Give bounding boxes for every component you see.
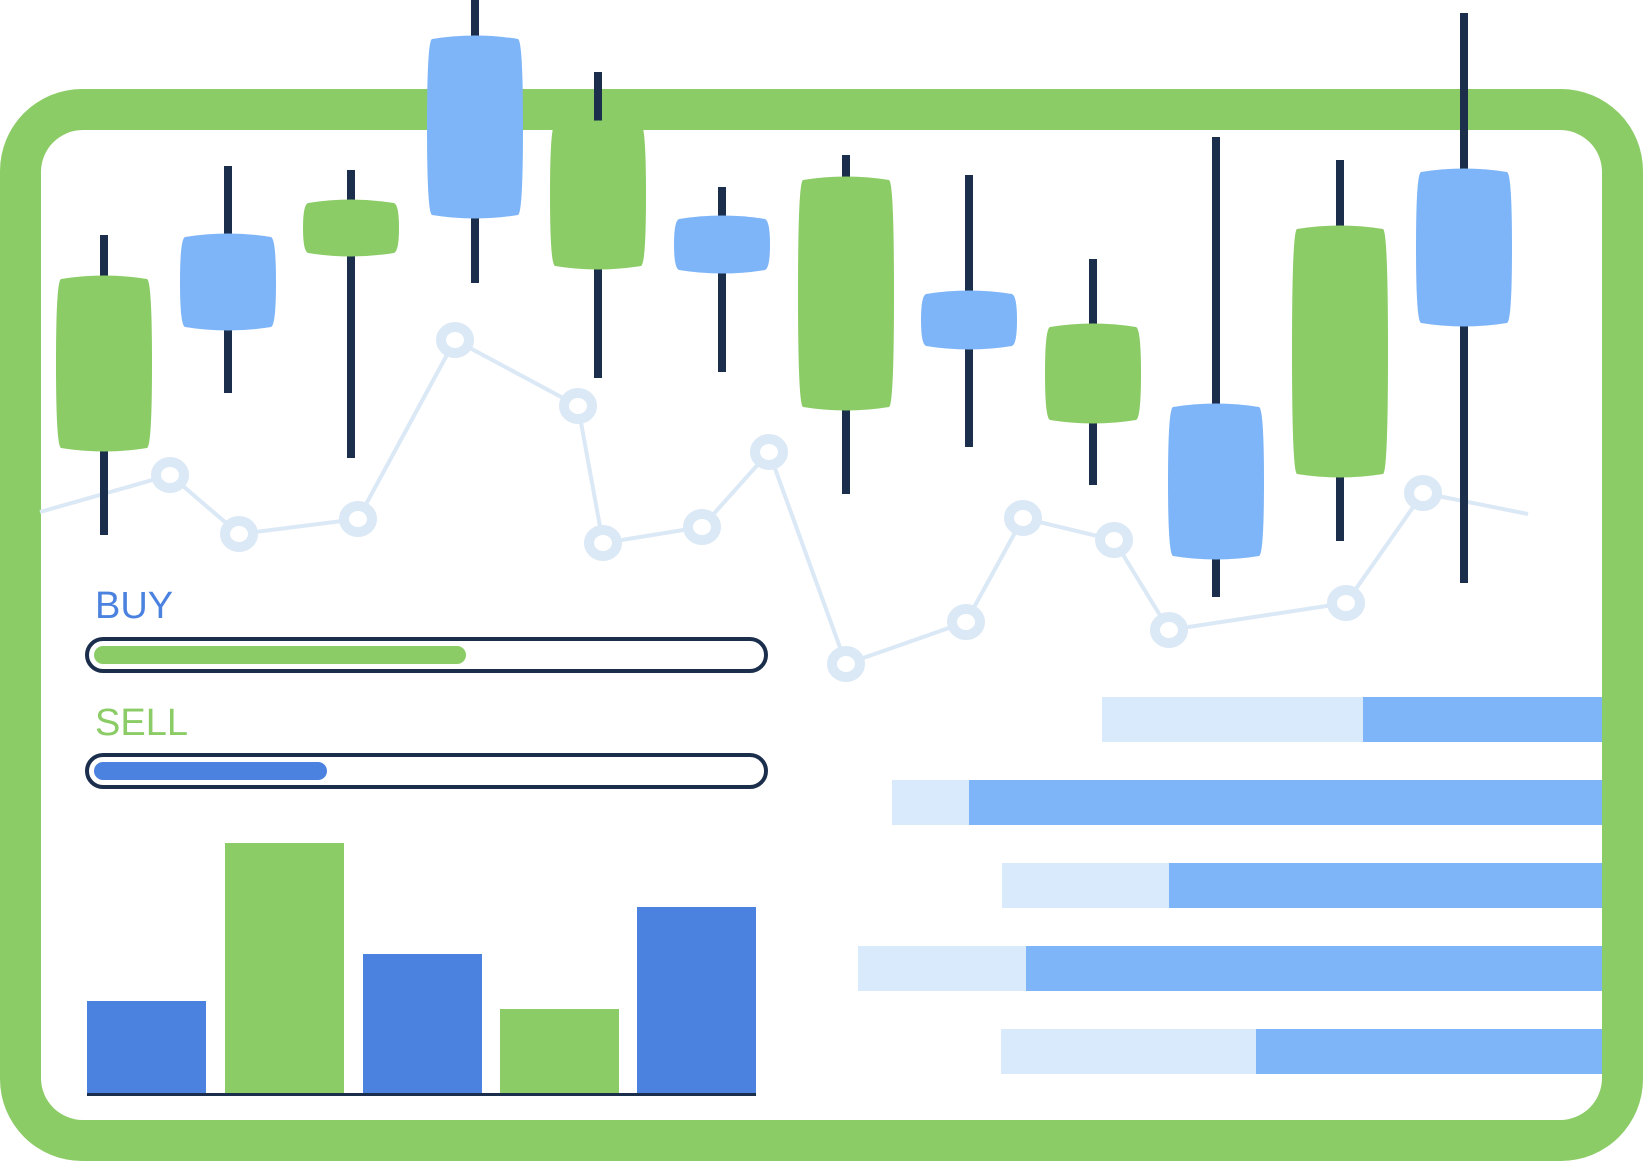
line-chart bbox=[39, 322, 1529, 682]
line-point-marker bbox=[683, 509, 721, 545]
vbar bbox=[225, 843, 344, 1093]
candle bbox=[550, 72, 646, 378]
vbar bbox=[87, 1001, 206, 1093]
line-point-marker bbox=[750, 434, 788, 470]
candle-wick bbox=[1212, 137, 1220, 597]
hbar-pale-segment bbox=[1002, 863, 1169, 908]
candlestick-chart bbox=[56, 0, 1512, 597]
hbar-pale-segment bbox=[858, 946, 1026, 991]
candle-body bbox=[180, 233, 276, 331]
line-point-marker bbox=[1150, 612, 1188, 648]
candle bbox=[1168, 137, 1264, 597]
candle bbox=[180, 166, 276, 393]
line-point-marker bbox=[584, 525, 622, 561]
vbar bbox=[500, 1009, 619, 1093]
line-point-marker bbox=[339, 501, 377, 537]
candle-body bbox=[303, 199, 399, 257]
hbar-blue-segment bbox=[969, 780, 1602, 825]
hbar-pale-segment bbox=[1102, 697, 1363, 742]
line-point-marker bbox=[947, 604, 985, 640]
sell-progress-fill bbox=[94, 762, 327, 780]
line-point-marker bbox=[1095, 522, 1133, 558]
candle bbox=[427, 0, 523, 283]
buy-label: BUY bbox=[95, 585, 174, 627]
line-point-marker bbox=[1404, 475, 1442, 511]
horizontal-stacked-bar-chart bbox=[858, 697, 1602, 1074]
vbar bbox=[363, 954, 482, 1093]
buy-progress-bar[interactable] bbox=[85, 637, 768, 673]
candle-body bbox=[1045, 323, 1141, 424]
candle bbox=[674, 187, 770, 372]
candle-body bbox=[798, 176, 894, 411]
candle bbox=[303, 170, 399, 458]
candle-body bbox=[1416, 168, 1512, 327]
hbar-blue-segment bbox=[1169, 863, 1602, 908]
candle-body bbox=[921, 290, 1017, 350]
line-point-marker bbox=[436, 322, 474, 358]
candle bbox=[1292, 160, 1388, 541]
candle-wick bbox=[347, 170, 355, 458]
candle-body bbox=[1292, 225, 1388, 478]
candle bbox=[921, 175, 1017, 447]
candle-body bbox=[427, 35, 523, 219]
buy-progress-fill bbox=[94, 646, 467, 664]
candle-body bbox=[1168, 403, 1264, 560]
candle bbox=[56, 235, 152, 535]
hbar-blue-segment bbox=[1256, 1029, 1602, 1074]
candle-wick bbox=[718, 187, 726, 372]
line-point-marker bbox=[151, 457, 189, 493]
vertical-bar-chart bbox=[87, 843, 756, 1096]
line-point-marker bbox=[1327, 585, 1365, 621]
sell-progress-bar[interactable] bbox=[85, 753, 768, 789]
sell-label: SELL bbox=[95, 702, 188, 744]
line-point-marker bbox=[220, 516, 258, 552]
candle bbox=[1416, 13, 1512, 583]
candle bbox=[798, 155, 894, 494]
candle-body bbox=[674, 215, 770, 274]
line-point-marker bbox=[559, 388, 597, 424]
hbar-pale-segment bbox=[1001, 1029, 1256, 1074]
candle-body bbox=[550, 120, 646, 270]
line-point-marker bbox=[1004, 500, 1042, 536]
hbar-blue-segment bbox=[1363, 697, 1602, 742]
candle-body bbox=[56, 275, 152, 452]
candle bbox=[1045, 259, 1141, 485]
hbar-blue-segment bbox=[1026, 946, 1602, 991]
vbar-baseline bbox=[87, 1093, 756, 1096]
hbar-pale-segment bbox=[892, 780, 969, 825]
line-point-marker bbox=[827, 646, 865, 682]
vbar bbox=[637, 907, 756, 1093]
